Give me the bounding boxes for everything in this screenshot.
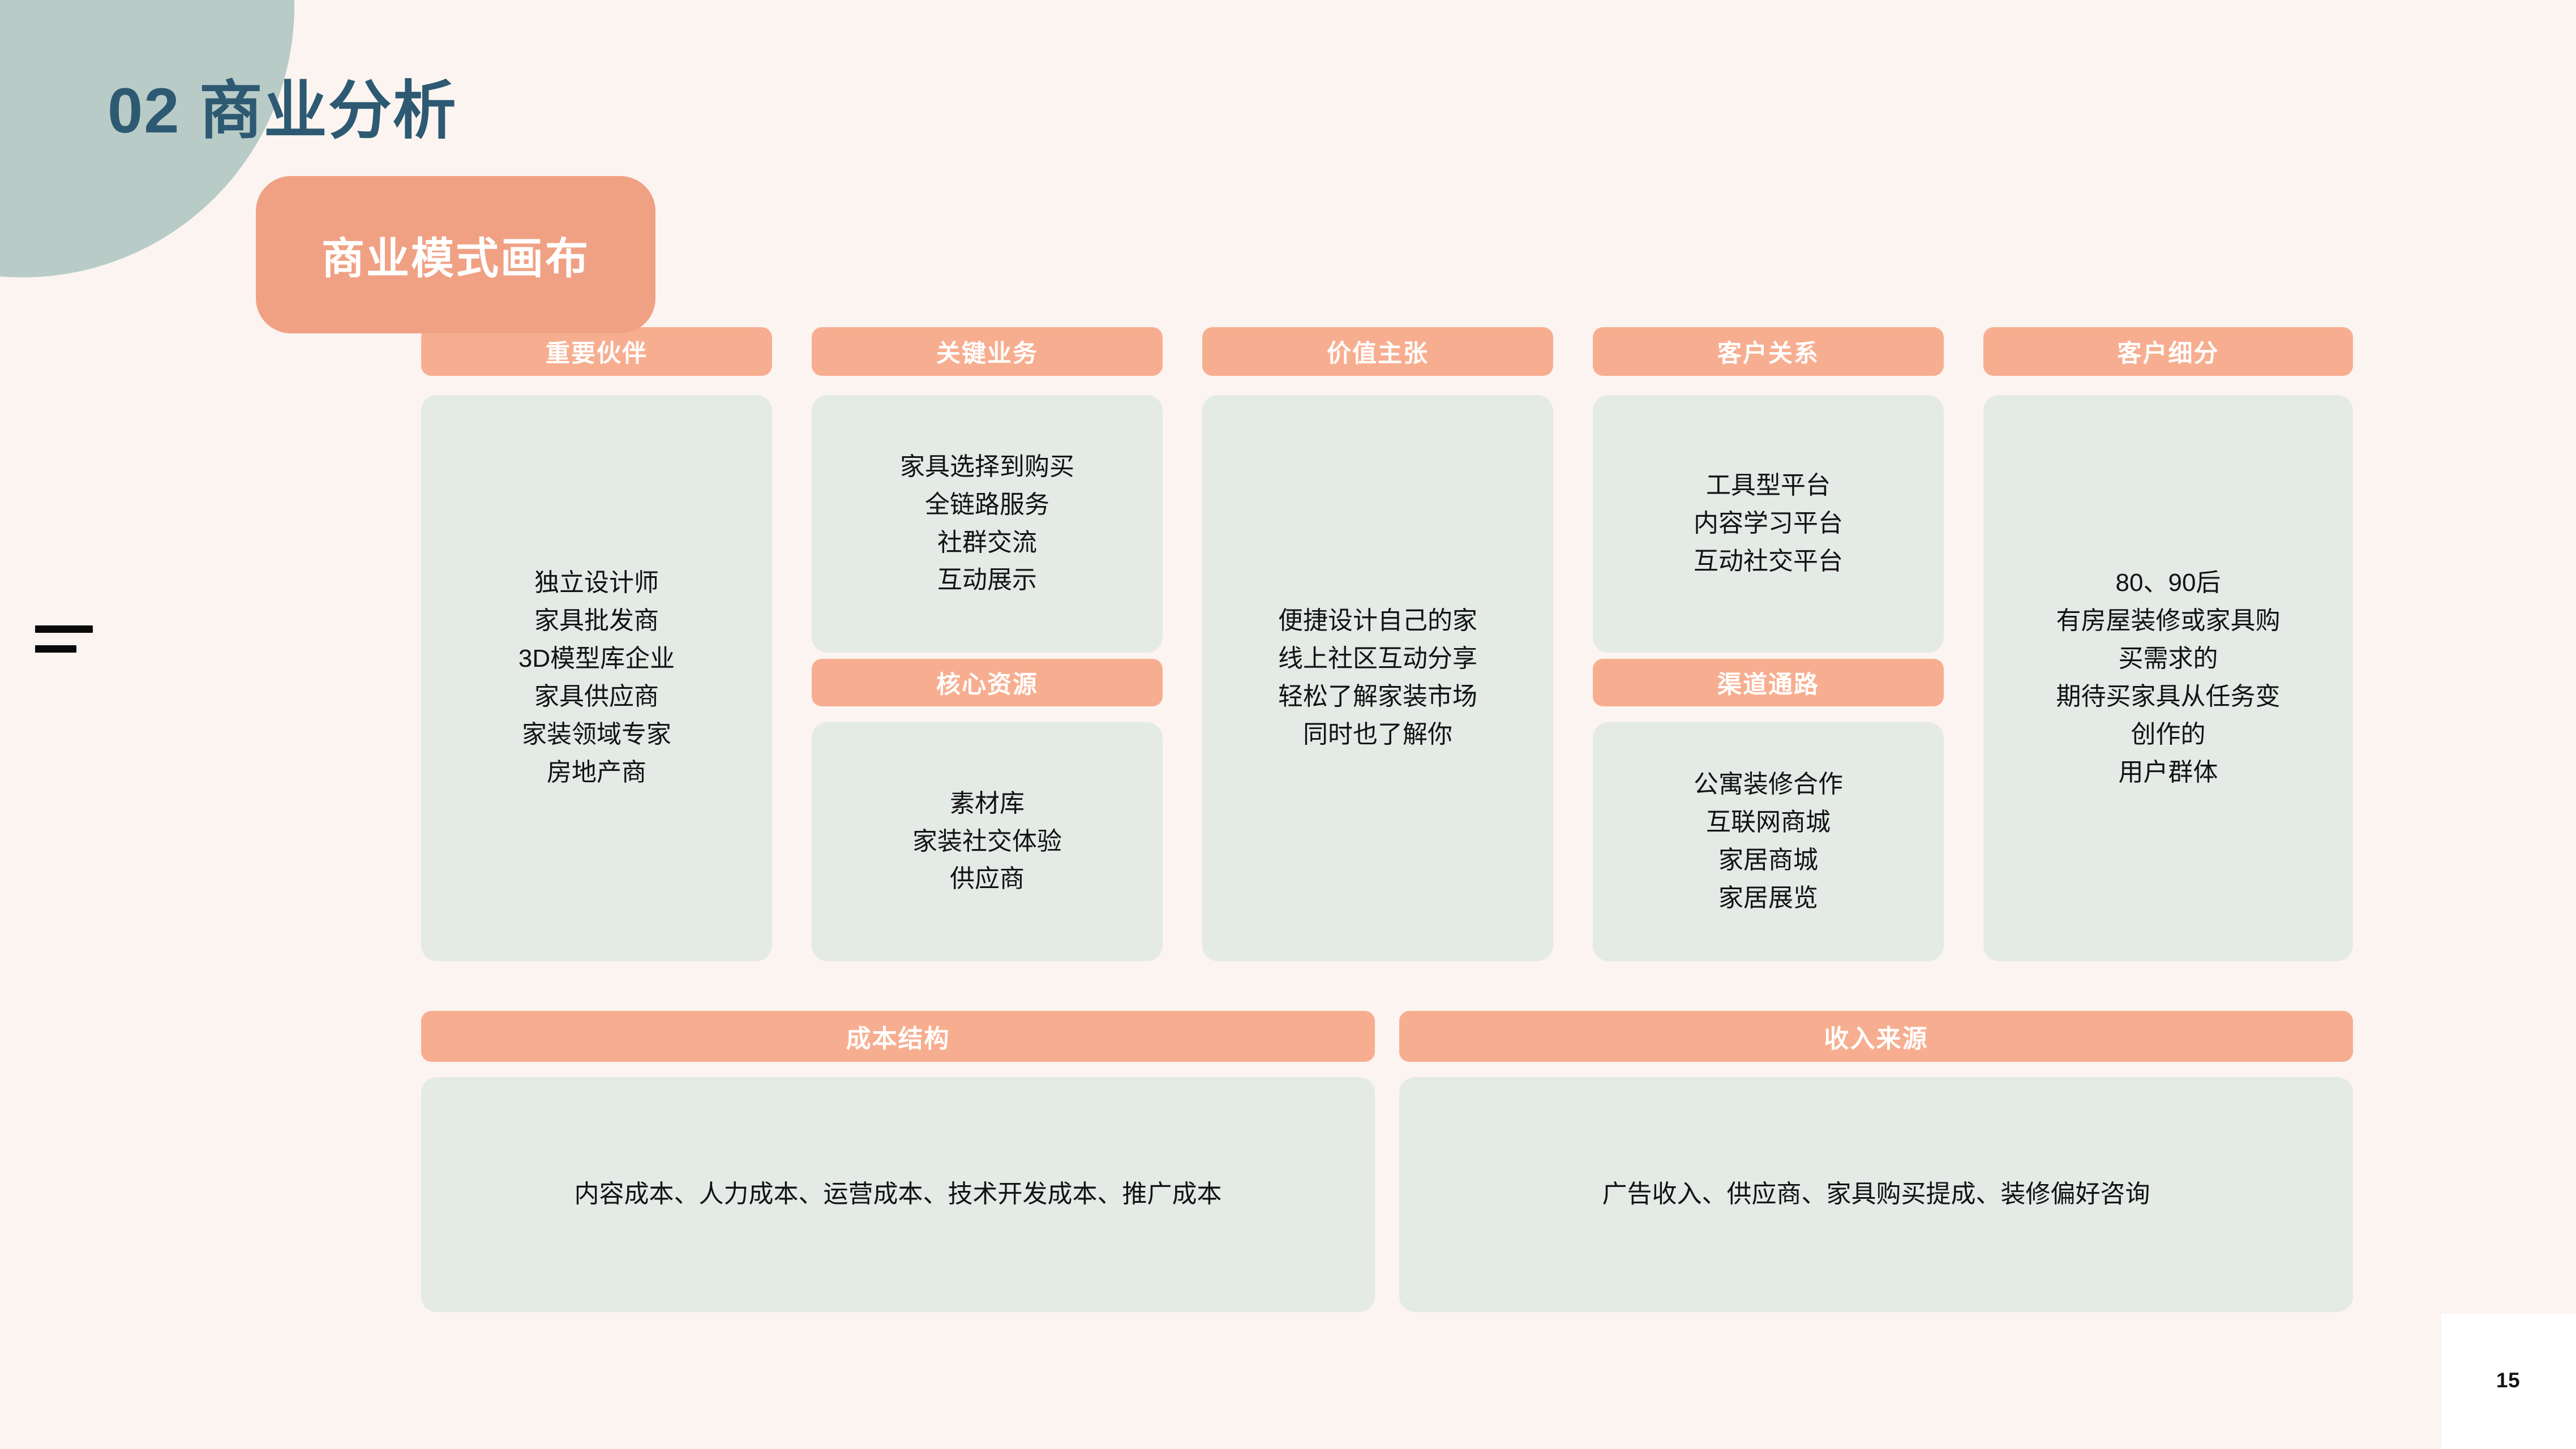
block-header-customer-relationships: 客户关系 [1593,327,1944,376]
block-body-key-resources: 素材库 家装社交体验 供应商 [812,722,1163,961]
block-header-customer-segments: 客户细分 [1983,327,2353,376]
block-body-cost-structure-text: 内容成本、人力成本、运营成本、技术开发成本、推广成本 [574,1180,1222,1208]
block-header-channels: 渠道通路 [1593,659,1944,706]
equals-mark-bar-bottom [35,645,76,653]
block-header-key-partners-label: 重要伙伴 [546,340,648,367]
block-body-key-activities: 家具选择到购买 全链路服务 社群交流 互动展示 [812,395,1163,653]
block-header-key-activities: 关键业务 [812,327,1163,376]
block-body-customer-segments: 80、90后 有房屋装修或家具购 买需求的 期待买家具从任务变 创作的 用户群体 [1983,395,2353,961]
block-header-customer-relationships-label: 客户关系 [1717,340,1819,367]
block-header-channels-label: 渠道通路 [1717,671,1819,698]
block-body-customer-segments-text: 80、90后 有房屋装修或家具购 买需求的 期待买家具从任务变 创作的 用户群体 [2056,569,2281,786]
subtitle-badge-label: 商业模式画布 [322,235,590,283]
block-body-customer-relationships-text: 工具型平台 内容学习平台 互动社交平台 [1694,471,1843,575]
block-header-cost-structure-label: 成本结构 [846,1025,950,1053]
page-title: 02 商业分析 [108,75,457,146]
block-body-value-propositions: 便捷设计自己的家 线上社区互动分享 轻松了解家装市场 同时也了解你 [1202,395,1553,961]
equals-mark-bar-top [35,625,93,633]
page-number: 15 [2496,1369,2521,1392]
block-header-revenue-streams: 收入来源 [1399,1011,2353,1062]
block-header-key-partners: 重要伙伴 [421,327,772,376]
business-model-canvas: 重要伙伴 独立设计师 家具批发商 3D模型库企业 家具供应商 家装领域专家 房地… [421,327,2353,1318]
block-header-cost-structure: 成本结构 [421,1011,1375,1062]
subtitle-badge: 商业模式画布 [256,176,655,333]
page-number-panel [2441,1314,2576,1449]
block-body-customer-relationships: 工具型平台 内容学习平台 互动社交平台 [1593,395,1944,653]
block-header-key-resources: 核心资源 [812,659,1163,706]
block-body-value-propositions-text: 便捷设计自己的家 线上社区互动分享 轻松了解家装市场 同时也了解你 [1278,607,1477,748]
block-body-key-partners: 独立设计师 家具批发商 3D模型库企业 家具供应商 家装领域专家 房地产商 [421,395,772,961]
block-body-cost-structure: 内容成本、人力成本、运营成本、技术开发成本、推广成本 [421,1077,1375,1312]
block-body-channels: 公寓装修合作 互联网商城 家居商城 家居展览 [1593,722,1944,961]
block-body-key-resources-text: 素材库 家装社交体验 供应商 [912,789,1062,893]
block-header-revenue-streams-label: 收入来源 [1824,1025,1928,1053]
block-header-key-activities-label: 关键业务 [936,340,1038,367]
block-header-customer-segments-label: 客户细分 [2117,340,2219,367]
block-body-channels-text: 公寓装修合作 互联网商城 家居商城 家居展览 [1694,770,1843,912]
block-body-key-activities-text: 家具选择到购买 全链路服务 社群交流 互动展示 [900,452,1074,594]
block-body-revenue-streams-text: 广告收入、供应商、家具购买提成、装修偏好咨询 [1602,1180,2150,1208]
block-header-value-propositions-label: 价值主张 [1327,340,1429,367]
block-header-value-propositions: 价值主张 [1202,327,1553,376]
block-body-revenue-streams: 广告收入、供应商、家具购买提成、装修偏好咨询 [1399,1077,2353,1312]
block-header-key-resources-label: 核心资源 [936,671,1038,698]
block-body-key-partners-text: 独立设计师 家具批发商 3D模型库企业 家具供应商 家装领域专家 房地产商 [518,569,675,786]
equals-mark-icon [35,625,93,653]
